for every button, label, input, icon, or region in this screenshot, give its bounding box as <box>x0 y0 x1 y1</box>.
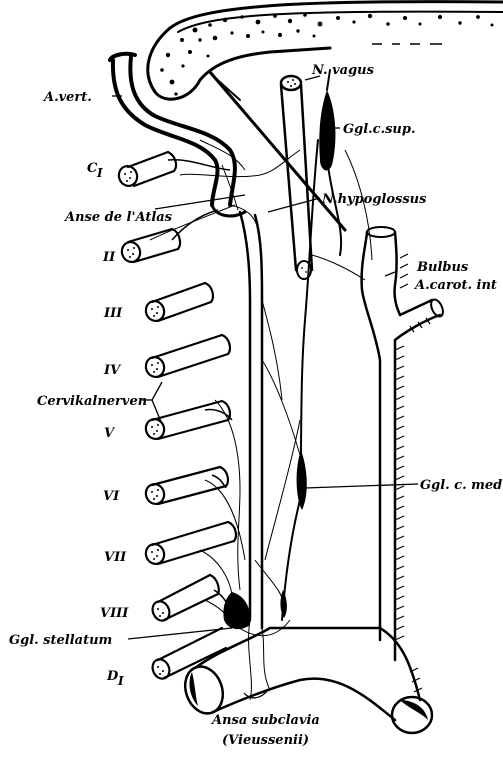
label-a-carot-int: A.carot. int <box>413 278 497 293</box>
labels: N. vagus A.vert. Ggl.c.sup. C I Anse de … <box>9 63 502 748</box>
label-cervikalnerven: Cervikalnerven <box>37 394 147 409</box>
nerve-root-iii <box>143 283 213 323</box>
superior-cervical-ganglion <box>319 70 341 255</box>
label-anse-atlas: Anse de l'Atlas <box>63 210 173 225</box>
nerve-root-iv <box>143 335 230 379</box>
leader-lines <box>112 76 418 698</box>
nerve-root-c1 <box>116 152 176 188</box>
sympathetic-trunk <box>240 140 318 628</box>
nerve-root-viii <box>150 575 219 623</box>
label-vagus: N. vagus <box>311 63 375 78</box>
label-ansa-subclavia: Ansa subclavia <box>210 713 320 728</box>
stellate-ganglion <box>223 590 286 629</box>
nerve-root-ii <box>119 229 180 264</box>
label-root-viii: VIII <box>100 606 129 621</box>
label-root-v: V <box>104 426 116 441</box>
nerve-root-vii <box>143 522 236 566</box>
vagus-nerve <box>281 76 312 279</box>
label-ggl-c-sup: Ggl.c.sup. <box>343 122 415 137</box>
label-root-ii: II <box>102 250 116 265</box>
label-root-iii: III <box>103 306 123 321</box>
label-root-vii: VII <box>104 550 127 565</box>
skull-base <box>148 2 503 100</box>
label-ggl-stellatum: Ggl. stellatum <box>9 633 112 648</box>
middle-cervical-ganglion <box>297 450 307 510</box>
nerve-root-v <box>143 401 230 441</box>
label-hypoglossus: N.hypoglossus <box>321 192 427 207</box>
vertebral-artery <box>110 54 245 216</box>
label-d1-sub: I <box>117 674 124 688</box>
label-root-iv: IV <box>103 363 122 378</box>
label-root-vi: VI <box>103 489 120 504</box>
label-ggl-c-med: Ggl. c. med <box>420 478 502 493</box>
label-bulbus: Bulbus <box>416 260 469 275</box>
label-c1-sub: I <box>96 166 103 180</box>
label-vieussenii: (Vieussenii) <box>222 733 309 748</box>
label-a-vert: A.vert. <box>42 90 92 105</box>
